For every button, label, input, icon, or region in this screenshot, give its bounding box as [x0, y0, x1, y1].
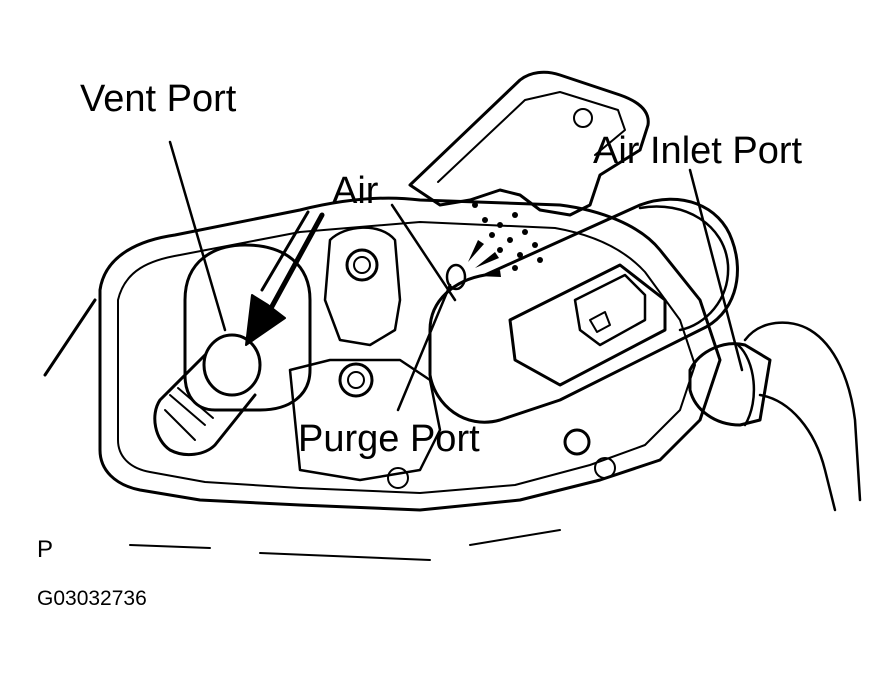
bolt-upper: [347, 250, 377, 280]
housing-plate-inner: [118, 222, 695, 493]
view-letter: P: [37, 536, 54, 563]
vent-port-body: [185, 245, 310, 410]
leader-purge-port: [398, 285, 450, 410]
purge-port-nozzle: [447, 265, 465, 289]
leader-air: [392, 205, 455, 300]
solenoid-end-cap: [640, 207, 728, 330]
bolt-lower-head: [348, 372, 364, 388]
air-arrow-shaft-2: [262, 212, 308, 290]
bracket-hole: [574, 109, 592, 127]
vent-port-label: Vent Port: [80, 78, 237, 120]
air-flow-marks: [468, 240, 501, 277]
bolt-lower: [340, 364, 372, 396]
bolt-bottom-left: [388, 468, 408, 488]
vent-port-nozzle: [204, 335, 260, 395]
housing-plate: [100, 198, 720, 510]
purge-port-label: Purge Port: [298, 418, 480, 460]
connector-latch-tab: [590, 312, 610, 332]
center-plate-lower: [290, 360, 440, 480]
air-inlet-hose: [690, 344, 770, 425]
figure-code: G03032736: [37, 587, 147, 610]
air-inlet-port-label: Air Inlet Port: [593, 130, 803, 172]
air-arrow-head: [246, 295, 285, 345]
air-inlet-hose-end: [738, 345, 754, 425]
left-frame-line: [45, 300, 95, 375]
bolt-bottom-mid: [595, 458, 615, 478]
bolt-bottom-right: [565, 430, 589, 454]
bottom-frame-line: [130, 530, 560, 560]
bracket-fold: [438, 92, 625, 182]
air-label: Air: [332, 170, 379, 212]
leader-vent-port: [170, 142, 225, 330]
solenoid-connector: [510, 265, 665, 385]
mounting-bracket: [410, 72, 648, 215]
connector-latch: [575, 275, 645, 345]
vent-port-hose: [155, 355, 255, 455]
hand-outline: [745, 323, 860, 510]
vent-port-hose-ribs: [165, 388, 213, 440]
center-plate: [325, 228, 400, 345]
leader-air-inlet-port: [690, 170, 742, 370]
bolt-upper-head: [354, 257, 370, 273]
air-spray-dots: [472, 202, 543, 271]
air-arrow-shaft: [270, 215, 322, 310]
solenoid-body: [430, 199, 737, 422]
